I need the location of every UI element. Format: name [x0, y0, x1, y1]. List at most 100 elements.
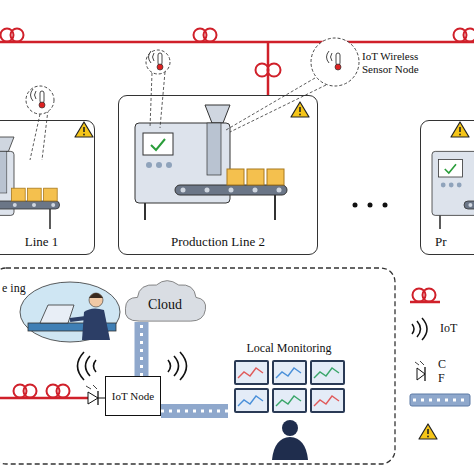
local-monitors-part [274, 390, 305, 411]
machine-figure-part [441, 183, 446, 188]
remote-monitoring-figure-part [89, 293, 103, 298]
local-monitors-part [272, 437, 308, 460]
sensor-icon [149, 51, 164, 70]
remote-monitoring-figure-part [20, 282, 120, 342]
warning-icon-part [299, 107, 301, 112]
leader-line-part [42, 110, 48, 160]
machine-figure [0, 137, 60, 229]
sensor-icon-part [336, 53, 340, 65]
legend-samples-part [410, 301, 440, 304]
legend-samples-part [423, 289, 436, 302]
leader-line-part [160, 72, 165, 128]
remote-monitoring-figure [20, 282, 120, 342]
leader-line [160, 72, 165, 128]
local-monitors-part [234, 388, 269, 413]
callout-circle [311, 38, 359, 86]
local-monitors-part [310, 388, 345, 413]
machine-figure-part [166, 162, 172, 168]
leader-line [226, 78, 315, 130]
remote-monitoring-figure-part [70, 318, 86, 320]
callout-circle [146, 50, 170, 74]
machine-figure-part [274, 195, 276, 220]
machine-figure-part [0, 151, 7, 193]
legend-samples [410, 289, 470, 407]
node-label: Cloud [148, 297, 182, 313]
local-monitors-part [312, 390, 343, 411]
fiber-coil [14, 385, 37, 398]
machine-figure-part [32, 203, 36, 207]
warning-icon-part [83, 127, 85, 132]
machine-figure-part [464, 201, 474, 209]
ellipsis-dot [353, 203, 358, 208]
machine-figure-part [438, 159, 462, 177]
ellipsis-dot [383, 203, 388, 208]
machine-figure-part [144, 203, 146, 220]
monitoring-station: e ing [2, 282, 26, 312]
local-monitors-part [312, 362, 343, 383]
machine-figure-part [449, 183, 454, 188]
ellipsis-dot-part [383, 203, 388, 208]
warning-icon [75, 122, 93, 137]
local-monitors-part [272, 388, 307, 413]
legend-samples-part [424, 367, 425, 381]
production-line-box: Line 1 [0, 120, 95, 255]
warning-icon-part [75, 122, 93, 137]
fiber-coil [454, 29, 474, 42]
machine-figure-part [13, 203, 17, 207]
machine-figure-part [277, 188, 282, 193]
data-stream-connector [161, 411, 228, 412]
callout-circle-part [146, 50, 170, 74]
machine-figure-part [205, 105, 230, 123]
ellipsis-dot-part [368, 203, 373, 208]
node-label: Pr [435, 235, 447, 250]
node-label: Line 1 [25, 235, 59, 250]
legend-samples-part [417, 368, 425, 380]
legend-samples-part [410, 394, 470, 406]
legend-text: IoT [440, 322, 472, 336]
remote-monitoring-figure-part [82, 308, 110, 340]
machine-figure [432, 137, 474, 229]
ellipsis-dot [368, 203, 373, 208]
machine-figure-part [439, 215, 441, 229]
machine-figure-part [44, 188, 58, 201]
callout-label: IoT Wireless Sensor Node [362, 50, 434, 75]
fiber-coil-part [268, 64, 281, 77]
machine-figure-part [253, 188, 258, 193]
machine-figure-part [445, 164, 456, 173]
data-stream-connector-part [140, 322, 143, 376]
production-line-box: Pr [420, 120, 474, 255]
fiber-coil [1, 29, 24, 42]
sensor-icon-part [327, 51, 333, 63]
machine-figure-part [227, 169, 244, 185]
sensor-icon [31, 89, 46, 108]
machine-figure-part [0, 201, 60, 209]
leader-line-part [150, 73, 152, 128]
machine-figure-part [156, 162, 162, 168]
warning-icon-part [299, 114, 301, 116]
machine-figure-part [247, 169, 264, 185]
warning-icon-part [419, 424, 437, 439]
photodiode-symbol [86, 385, 105, 405]
legend-text: C F [438, 358, 452, 386]
warning-icon [419, 424, 437, 439]
local-monitors-part [310, 360, 345, 385]
wifi-symbol-part [168, 352, 187, 380]
warning-icon-part [451, 122, 469, 137]
machine-figure [135, 105, 287, 220]
machine-figure-part [468, 203, 472, 207]
machine-figure-part [457, 183, 462, 188]
data-stream-connector-part [135, 322, 149, 376]
local-monitors-part [236, 362, 267, 383]
leader-line [42, 110, 48, 160]
node-label: Local Monitoring [247, 342, 332, 356]
node-label: Production Line 2 [171, 235, 265, 250]
sensor-icon-part [149, 51, 155, 63]
machine-figure-part [205, 188, 210, 193]
callout-circle [26, 86, 54, 114]
production-line-box: Production Line 2 [118, 95, 318, 255]
machine-figure-part [51, 203, 55, 207]
leader-line [230, 85, 326, 132]
warning-icon [451, 122, 469, 137]
warning-icon-part [291, 102, 309, 117]
legend-samples-part [413, 399, 467, 402]
